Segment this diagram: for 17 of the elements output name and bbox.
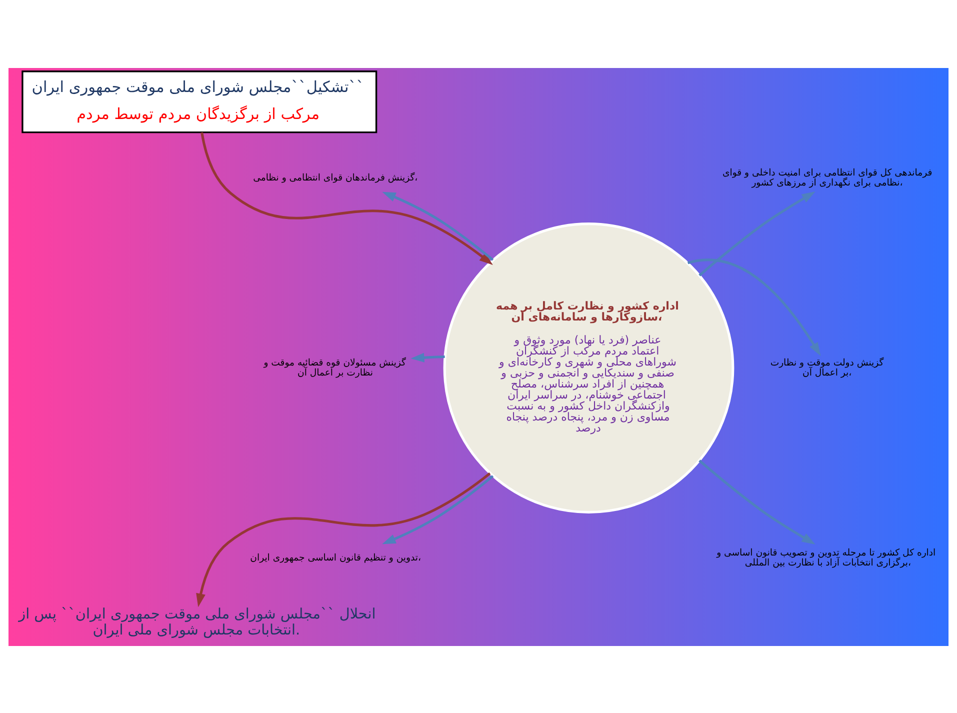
- node-text: انحلال ``مجلس شورای ملی موقت جمهوری ایران`` پس از انتخابات مجلس شورای ملی ایران.: [18, 606, 376, 638]
- node-text: تدوین و تنظیم قانون اساسی جمهوری ایران،: [250, 552, 421, 563]
- node-text: گزینش فرماندهان قوای انتظامی و نظامی،: [253, 172, 418, 183]
- arrow: [698, 459, 816, 544]
- arrow: [382, 191, 494, 260]
- node-circle: اداره کشور و نظارت کامل بر همه سازوکارها و سامانه‌های آن، عناصر (فرد یا نهاد) مورد وثوق و اعتماد مردم مرکب از کنشگران شوراهای محلی و شهری و کارخانه‌ای و صنفی و سندیکایی و انجمنی و حزبی و همچنین از افراد سرشناس، مصلح اجتماعی خوشنام، در سراسر ایران وازکنشگران داخل کشور و به نسبت مساوی زن و مرد، پنجاه درصد پنجاه درصد: [443, 222, 734, 513]
- node-text: اداره کل کشور تا مرحله تدوین و تصویب قانون اساسی و برگزاری انتخابات آزاد با نظارت بین المللی،: [716, 546, 936, 568]
- arrow: [410, 352, 445, 362]
- arrow: [688, 258, 821, 356]
- node-text: گزینش دولت موقت و نظارت بر اعمال آن،: [770, 356, 884, 378]
- arrow: [196, 472, 491, 607]
- node-text: فرماندهی کل قوای انتظامی برای امنیت داخلی و قوای نظامی برای نگهداری از مرزهای کشور،: [722, 166, 932, 188]
- arrow: [200, 132, 493, 265]
- node-box: تشکیل``مجلس شورای ملی موقت جمهوری ایران`` مرکب از برگزیدگان مردم توسط مردم: [22, 70, 378, 133]
- arrow: [382, 474, 494, 544]
- node-text: گزینش مسئولان قوه قضائیه موقت و نظارت بر اعمال آن: [264, 356, 406, 378]
- arrow: [698, 191, 816, 276]
